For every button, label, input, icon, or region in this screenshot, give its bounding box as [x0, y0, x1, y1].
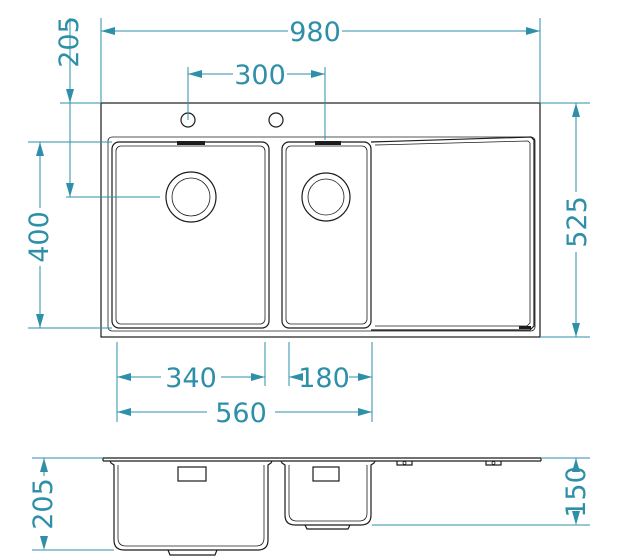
dim-bowls-total-width: 560 — [117, 398, 372, 429]
sink-outline — [100, 102, 541, 338]
dim-large-bowl-width-label: 340 — [165, 363, 217, 394]
dim-overall-width-label: 980 — [289, 17, 341, 48]
dim-tap-spacing: 300 — [187, 60, 326, 140]
drain-small — [301, 172, 351, 222]
dim-overall-width: 980 — [100, 17, 541, 103]
small-bowl-section — [280, 460, 376, 526]
dim-bowl-depth-label: 400 — [24, 211, 55, 263]
large-bowl-section — [109, 460, 273, 551]
dim-top-margin: 205 — [54, 16, 160, 198]
dim-small-bowl-height: 150 — [372, 457, 592, 526]
dim-overall-depth: 525 — [540, 102, 593, 338]
dim-side-height: 205 — [28, 457, 114, 551]
dim-overall-depth-label: 525 — [562, 196, 593, 248]
dim-small-bowl-width: 180 — [289, 363, 372, 394]
overflow-small — [312, 466, 340, 482]
plan-view — [100, 102, 541, 338]
dim-bowl-depth: 400 — [24, 141, 112, 329]
dim-top-margin-label: 205 — [54, 16, 85, 68]
dim-large-bowl-width: 340 — [117, 363, 265, 394]
dim-small-bowl-height-label: 150 — [561, 466, 592, 518]
large-bowl — [111, 141, 270, 329]
dim-bowls-total-width-label: 560 — [215, 398, 267, 429]
dimensions: 980 300 205 — [24, 16, 593, 551]
sink-inner-rim — [107, 136, 536, 332]
tap-hole-right — [268, 112, 284, 128]
dim-small-bowl-width-label: 180 — [298, 363, 350, 394]
drainboard — [370, 136, 535, 331]
dim-tap-spacing-label: 300 — [234, 60, 286, 91]
overflow-large — [177, 466, 207, 482]
drain-large — [165, 171, 217, 223]
small-bowl — [281, 141, 372, 329]
dim-side-height-label: 205 — [28, 478, 59, 530]
side-view — [102, 457, 542, 556]
